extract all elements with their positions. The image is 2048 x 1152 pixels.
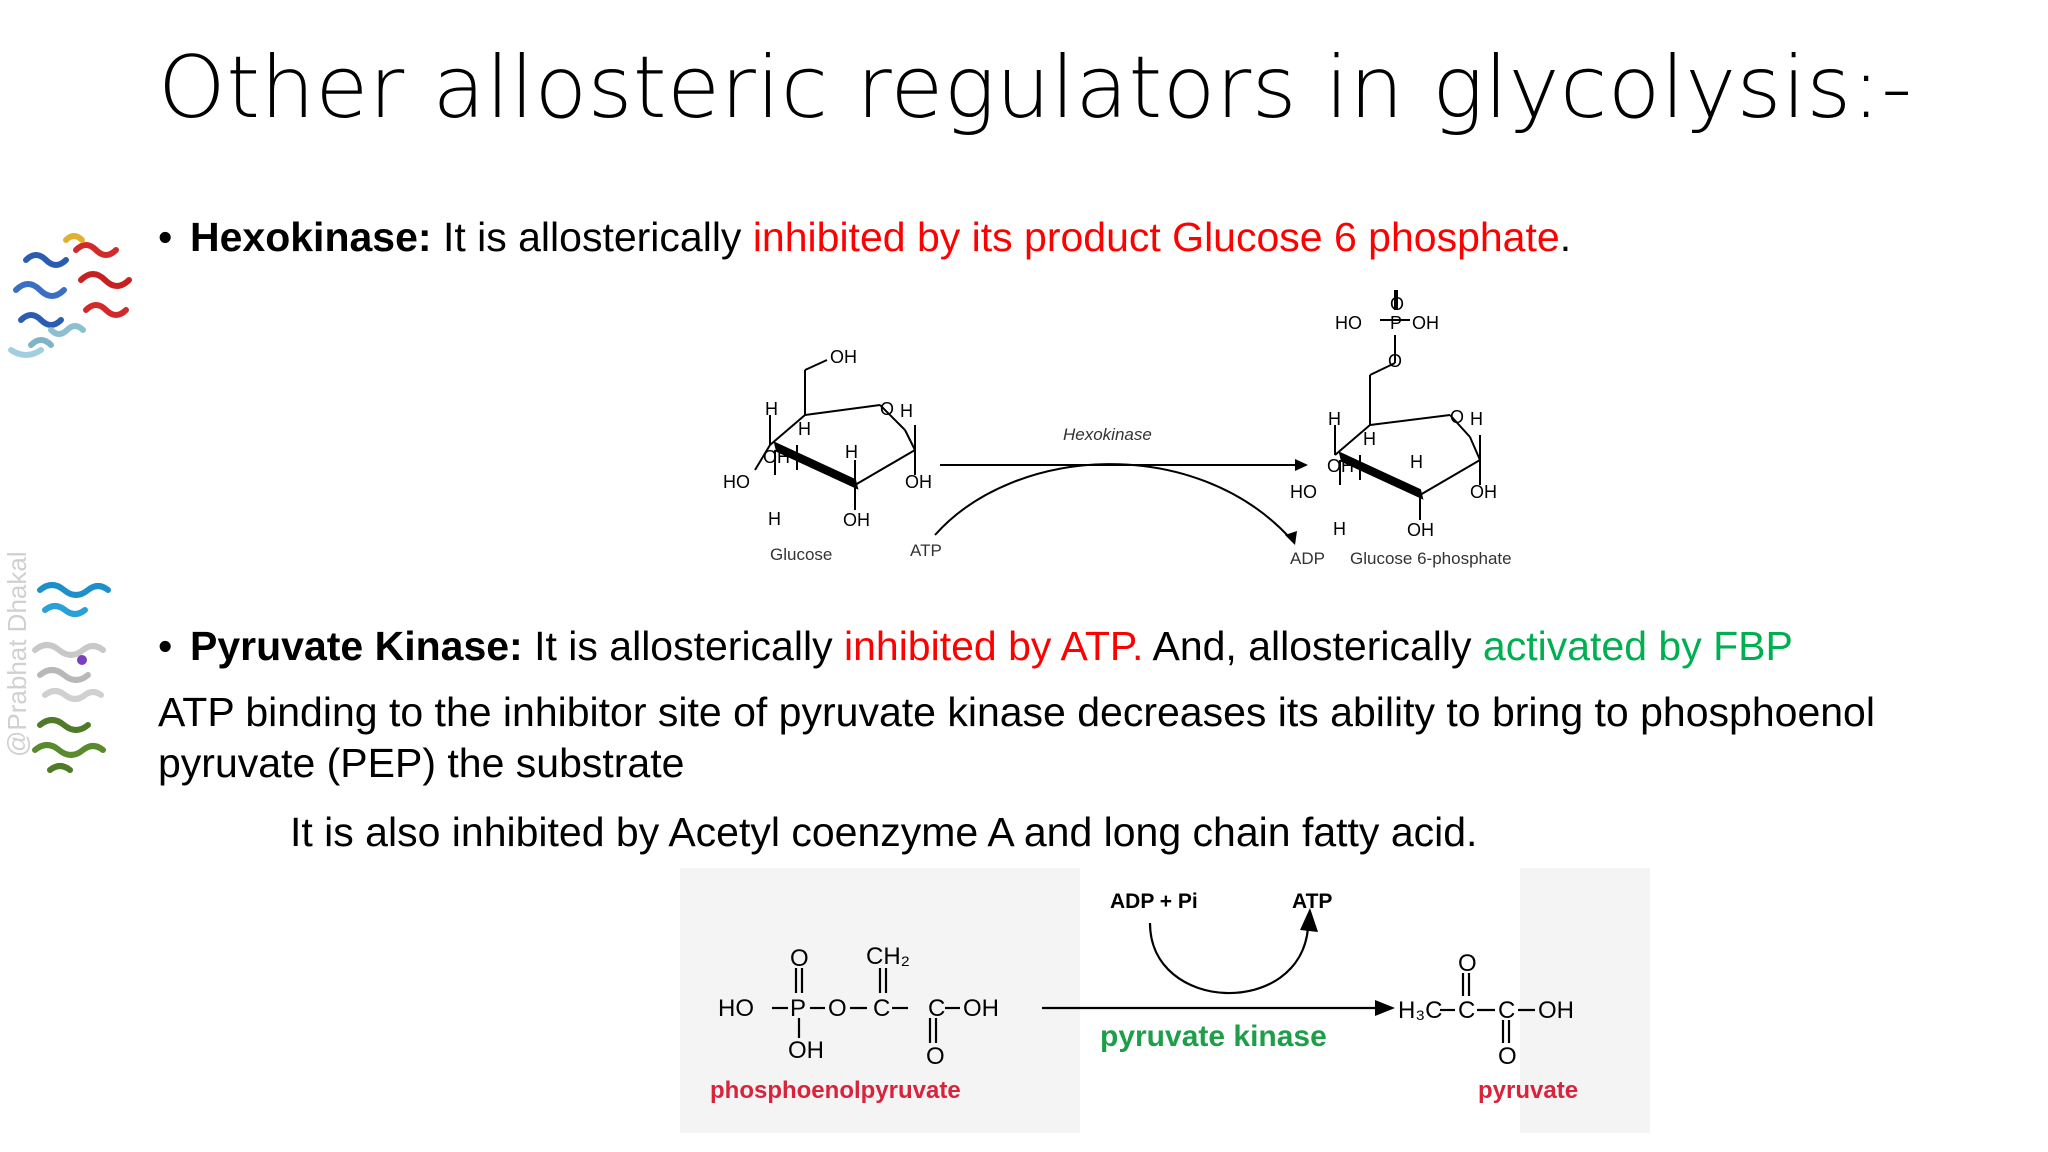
svg-text:OH: OH xyxy=(963,995,999,1022)
svg-text:OH: OH xyxy=(1327,456,1354,476)
svg-text:O: O xyxy=(1450,407,1464,427)
pk-text-2: And, allosterically xyxy=(1143,623,1483,669)
phosphoenolpyruvate-label: phosphoenolpyruvate xyxy=(710,1077,961,1104)
svg-text:O: O xyxy=(1388,351,1402,371)
atp-label: ATP xyxy=(910,541,942,560)
pk-paragraph-line-2: pyruvate (PEP) the substrate xyxy=(158,740,685,786)
pk-activated-text: activated by FBP xyxy=(1482,623,1793,669)
glucose-6-phosphate-label: Glucose 6-phosphate xyxy=(1350,549,1512,568)
svg-text:H: H xyxy=(1410,452,1423,472)
svg-text:OH: OH xyxy=(830,347,857,367)
page-title: Other allosteric regulators in glycolysi… xyxy=(158,38,1913,138)
svg-text:OH: OH xyxy=(843,510,870,530)
svg-text:O: O xyxy=(828,995,847,1022)
svg-text:OH: OH xyxy=(905,472,932,492)
svg-text:P: P xyxy=(790,995,806,1022)
svg-text:HO: HO xyxy=(723,472,750,492)
pyruvate-kinase-bullet: • Pyruvate Kinase: It is allosterically i… xyxy=(158,621,1793,672)
pyruvate-kinase-reaction-diagram: O HO P O C C OH OH CH₂ O H₃C C C OH O O … xyxy=(680,868,1650,1133)
svg-text:O: O xyxy=(1498,1043,1517,1070)
svg-text:OH: OH xyxy=(788,1037,824,1064)
hexokinase-label: Hexokinase: xyxy=(190,214,432,260)
hexokinase-text: It is allosterically xyxy=(431,214,753,260)
svg-text:H: H xyxy=(845,442,858,462)
hexokinase-protein-image xyxy=(8,233,132,358)
svg-text:H₃C: H₃C xyxy=(1398,997,1442,1024)
pk-inhibited-text: inhibited by ATP. xyxy=(843,623,1144,669)
hexokinase-enzyme-label: Hexokinase xyxy=(1063,425,1152,444)
svg-text:C: C xyxy=(1498,997,1515,1024)
svg-text:H: H xyxy=(900,401,913,421)
svg-text:OH: OH xyxy=(763,447,790,467)
svg-text:HO: HO xyxy=(1290,482,1317,502)
svg-text:HO: HO xyxy=(718,995,754,1022)
pyruvate-kinase-label: Pyruvate Kinase: xyxy=(190,623,523,669)
svg-text:H: H xyxy=(1333,519,1346,539)
adp-label: ADP xyxy=(1290,549,1325,568)
svg-text:OH: OH xyxy=(1412,313,1439,333)
hexokinase-end: . xyxy=(1559,214,1572,260)
pk-paragraph-line-3: It is also inhibited by Acetyl coenzyme … xyxy=(290,809,1478,855)
svg-text:H: H xyxy=(1328,409,1341,429)
svg-text:HO: HO xyxy=(1335,313,1362,333)
pyruvate-kinase-label: pyruvate kinase xyxy=(1100,1020,1327,1053)
svg-text:O: O xyxy=(926,1043,945,1070)
svg-text:C: C xyxy=(1458,997,1475,1024)
svg-text:O: O xyxy=(880,399,894,419)
svg-text:O: O xyxy=(1390,294,1404,314)
bullet-point: • xyxy=(158,623,173,669)
svg-text:C: C xyxy=(928,995,945,1022)
svg-text:H: H xyxy=(798,419,811,439)
glucose-label: Glucose xyxy=(770,545,832,564)
svg-text:CH₂: CH₂ xyxy=(866,943,910,970)
pk-paragraph-line-1: ATP binding to the inhibitor site of pyr… xyxy=(158,689,1875,735)
adp-pi-label: ADP + Pi xyxy=(1110,890,1198,913)
svg-text:O: O xyxy=(790,945,809,972)
hexokinase-reaction-diagram: OH O H H H HO OH H H OH OH O HO P OH O O… xyxy=(723,290,1512,568)
svg-text:H: H xyxy=(765,399,778,419)
pk-text-1: It is allosterically xyxy=(522,623,844,669)
svg-text:P: P xyxy=(1390,313,1402,333)
svg-text:C: C xyxy=(873,995,890,1022)
svg-text:OH: OH xyxy=(1407,520,1434,540)
pyruvate-kinase-protein-image xyxy=(32,582,111,773)
svg-text:H: H xyxy=(1470,409,1483,429)
bullet-point: • xyxy=(158,214,173,260)
atp-label: ATP xyxy=(1292,890,1332,913)
pyruvate-label: pyruvate xyxy=(1478,1077,1578,1104)
hexokinase-highlight: inhibited by its product Glucose 6 phosp… xyxy=(752,214,1560,260)
svg-text:H: H xyxy=(768,509,781,529)
svg-text:OH: OH xyxy=(1470,482,1497,502)
svg-text:H: H xyxy=(1363,429,1376,449)
hexokinase-bullet: • Hexokinase: It is allosterically inhibi… xyxy=(158,212,1571,263)
svg-text:O: O xyxy=(1458,950,1477,977)
watermark: @Prabhat Dhakal xyxy=(2,551,32,757)
svg-text:OH: OH xyxy=(1538,997,1574,1024)
